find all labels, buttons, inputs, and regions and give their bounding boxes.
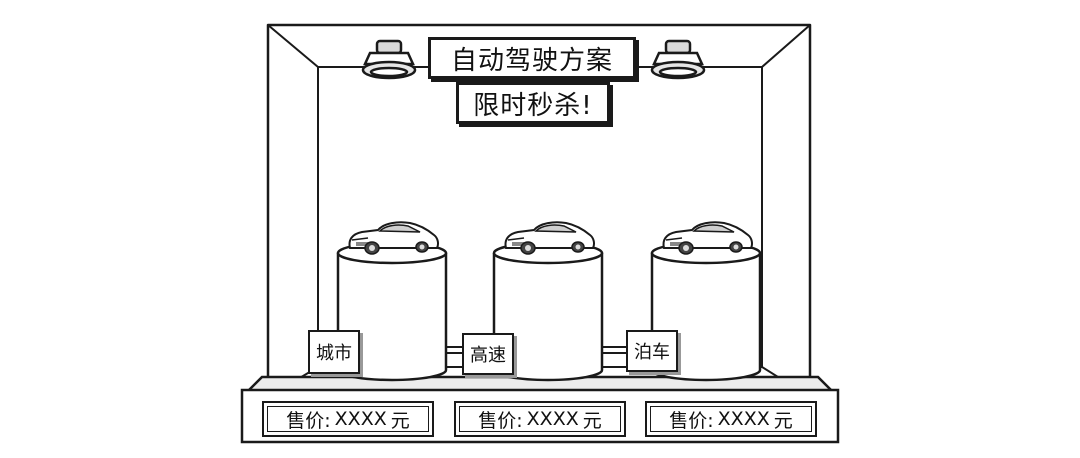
perspective-line-top-left <box>267 24 319 68</box>
perspective-line-top-right <box>761 24 811 68</box>
price-unit: 元 <box>582 409 602 432</box>
spotlight-right-icon <box>650 39 706 80</box>
price-plate-2: 售价: XXXX 元 <box>454 401 626 437</box>
price-unit: 元 <box>390 409 410 432</box>
price-value: XXXX <box>334 408 387 430</box>
price-plate-1: 售价: XXXX 元 <box>262 401 434 437</box>
price-value: XXXX <box>526 408 579 430</box>
price-value: XXXX <box>717 408 770 430</box>
price-label: 售价: <box>478 409 523 432</box>
promo-sign-bottom: 限时秒杀! <box>456 82 610 124</box>
spotlight-left-icon <box>361 39 417 80</box>
pedestal-tag-highway: 高速 <box>462 333 514 375</box>
promo-sign-top: 自动驾驶方案 <box>428 37 636 79</box>
price-label: 售价: <box>286 409 331 432</box>
price-plate-3: 售价: XXXX 元 <box>645 401 817 437</box>
pedestal-tag-parking: 泊车 <box>626 330 678 372</box>
price-unit: 元 <box>773 409 793 432</box>
price-label: 售价: <box>669 409 714 432</box>
pedestal-tag-city: 城市 <box>308 330 360 374</box>
